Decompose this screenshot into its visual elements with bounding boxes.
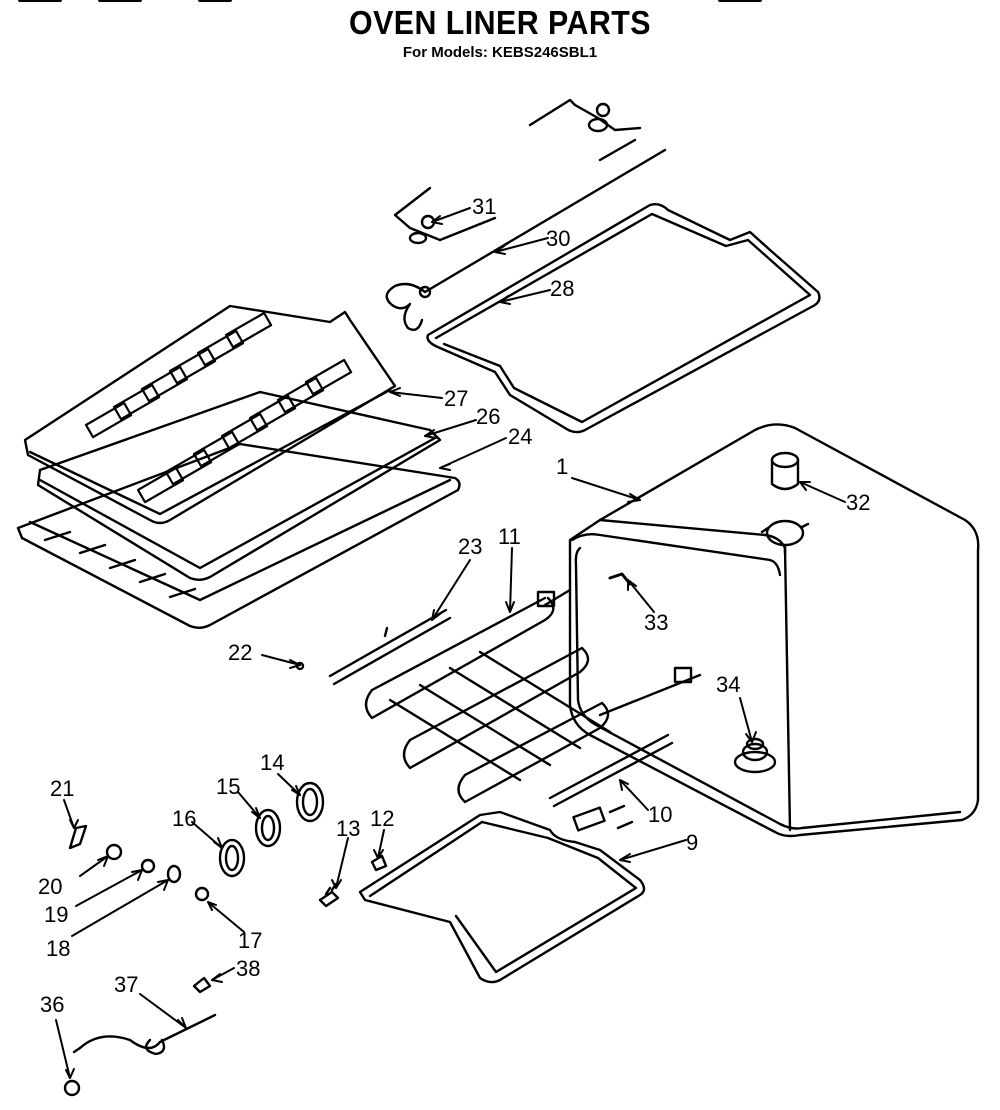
callout-37: 37	[114, 972, 138, 997]
part-31-bracket	[393, 98, 642, 245]
callout-32: 32	[846, 490, 870, 515]
callout-14: 14	[260, 750, 284, 775]
callout-28: 28	[550, 276, 574, 301]
callout-13: 13	[336, 816, 360, 841]
oven-rack-assembly	[16, 304, 461, 629]
part-28-gasket	[426, 202, 821, 434]
callout-21: 21	[50, 776, 74, 801]
callout-15: 15	[216, 774, 240, 799]
callout-27: 27	[444, 386, 468, 411]
callout-12: 12	[370, 806, 394, 831]
diagram-title: OVEN LINER PARTS	[348, 4, 651, 41]
callout-17: 17	[238, 928, 262, 953]
callout-24: 24	[508, 424, 532, 449]
part-34-light-socket	[733, 737, 777, 774]
part-30-sensor-rod	[385, 148, 667, 331]
callout-30: 30	[546, 226, 570, 251]
callout-leaders	[55, 207, 846, 1079]
callout-34: 34	[716, 672, 740, 697]
callout-20: 20	[38, 874, 62, 899]
callout-9: 9	[686, 830, 698, 855]
callout-16: 16	[172, 806, 196, 831]
callout-36: 36	[40, 992, 64, 1017]
callout-26: 26	[476, 404, 500, 429]
callout-1: 1	[556, 454, 568, 479]
callout-11: 11	[498, 524, 521, 549]
callout-31: 31	[472, 194, 496, 219]
part-11-heating-element	[364, 588, 702, 804]
callout-labels: 1 9 10 11 12 13 14 15 16 17 18 19 20 21 …	[38, 194, 870, 1017]
part-10-rod	[548, 733, 674, 832]
callout-33: 33	[644, 610, 668, 635]
diagram-subtitle: For Models: KEBS246SBL1	[402, 44, 598, 61]
callout-18: 18	[46, 936, 70, 961]
part-23-rod	[328, 608, 452, 686]
small-hardware-parts	[63, 661, 388, 1097]
callout-23: 23	[458, 534, 482, 559]
callout-38: 38	[236, 956, 260, 981]
part-9-bake-element	[358, 810, 646, 984]
part-32-vent-tube	[770, 451, 800, 491]
callout-19: 19	[44, 902, 68, 927]
callout-10: 10	[648, 802, 672, 827]
callout-22: 22	[228, 640, 252, 665]
